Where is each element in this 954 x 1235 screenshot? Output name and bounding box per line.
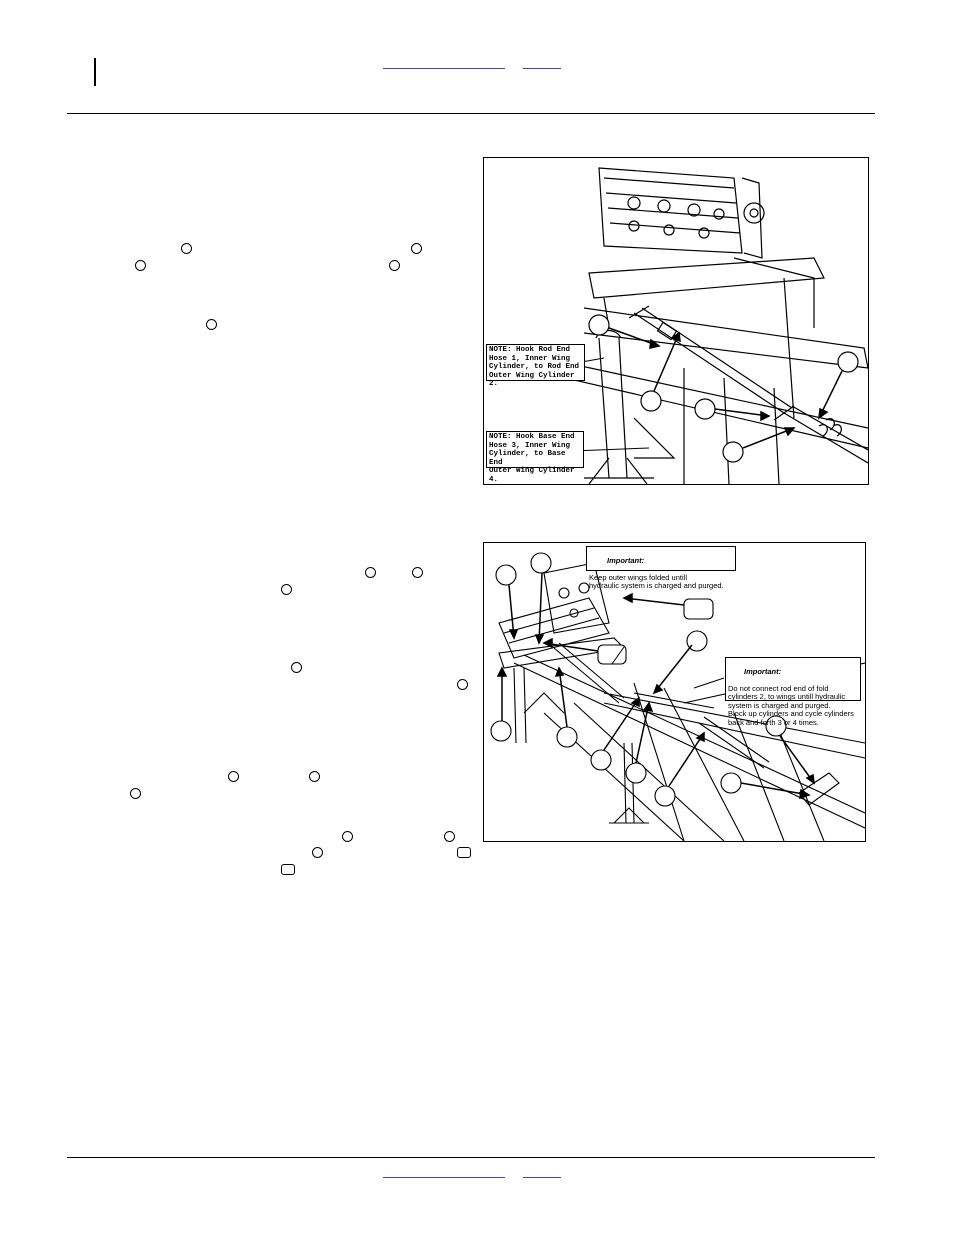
figure-1-illustration <box>543 167 868 484</box>
callout-circle <box>181 243 192 254</box>
important-note-title: Important: <box>607 555 645 565</box>
footer-link-underline-1[interactable] <box>383 1177 505 1178</box>
footer-rule <box>67 1157 875 1158</box>
figure-1-hose-connection: NOTE: Hook Rod End Hose 1, Inner Wing Cy… <box>483 157 869 485</box>
header-link-underline-1[interactable] <box>383 68 505 69</box>
important-note-title: Important: <box>744 666 782 676</box>
callout-circle <box>135 260 146 271</box>
callout-circle <box>365 567 376 578</box>
callout-circle <box>457 679 468 690</box>
note-rod-end-hose: NOTE: Hook Rod End Hose 1, Inner Wing Cy… <box>486 344 585 388</box>
callout-rounded-box <box>281 864 295 875</box>
figure-2-hydraulic-layout: Important: Keep outer wings folded until… <box>483 542 866 842</box>
callout-circle <box>281 584 292 595</box>
callout-circle <box>206 319 217 330</box>
header-link-underline-2[interactable] <box>523 68 561 69</box>
note-base-end-hose: NOTE: Hook Base End Hose 3, Inner Wing C… <box>486 431 584 484</box>
header-rule <box>67 113 875 114</box>
header-margin-bar <box>94 58 96 86</box>
important-note-do-not-connect: Important: Do not connect rod end of fol… <box>725 657 861 726</box>
callout-circle <box>228 771 239 782</box>
callout-circle <box>309 771 320 782</box>
callout-rounded-box <box>457 847 471 858</box>
important-note-text: Keep outer wings folded untill hydraulic… <box>589 572 724 590</box>
callout-circle <box>130 788 141 799</box>
callout-circle <box>444 831 455 842</box>
callout-circle <box>291 662 302 673</box>
callout-circle <box>389 260 400 271</box>
callout-circle <box>412 567 423 578</box>
important-note-keep-folded: Important: Keep outer wings folded until… <box>586 546 736 590</box>
footer-link-underline-2[interactable] <box>523 1177 561 1178</box>
callout-circle <box>411 243 422 254</box>
callout-circle <box>312 847 323 858</box>
callout-circle <box>342 831 353 842</box>
important-note-text: Do not connect rod end of fold cylinders… <box>728 683 854 727</box>
